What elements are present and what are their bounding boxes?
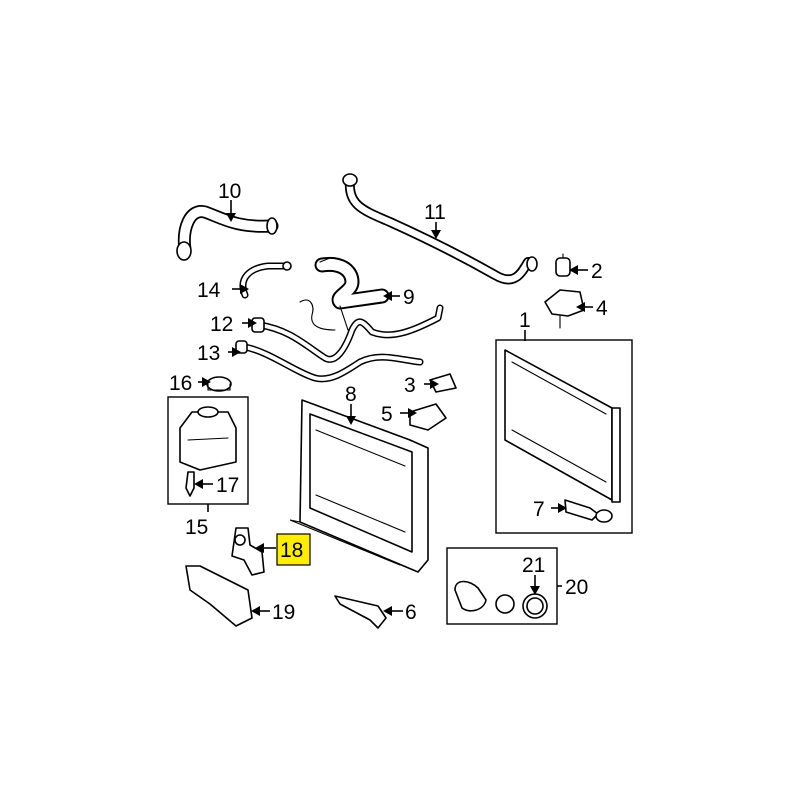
part-19-fan-shroud-lower[interactable]	[185, 565, 253, 627]
part-17-level-sensor[interactable]	[185, 471, 195, 497]
callout-13[interactable]: 13	[197, 342, 220, 365]
leader-lines	[194, 200, 593, 616]
callout-17[interactable]: 17	[216, 474, 239, 497]
callout-9[interactable]: 9	[403, 286, 415, 309]
part-21-thermostat-gasket[interactable]	[522, 593, 548, 619]
part-1-group-box	[495, 339, 633, 534]
callout-3[interactable]: 3	[404, 374, 416, 397]
part-15-expansion-tank[interactable]	[179, 406, 237, 471]
highlighted-callout-box	[276, 533, 311, 566]
part-14-heater-hose[interactable]	[239, 261, 292, 299]
callout-20[interactable]: 20	[565, 576, 588, 599]
part-4-mounting-bracket[interactable]	[544, 289, 585, 329]
callout-10[interactable]: 10	[218, 180, 241, 203]
callout-15[interactable]: 15	[185, 516, 208, 539]
callout-7[interactable]: 7	[533, 498, 545, 521]
part-20-thermostat-housing[interactable]	[454, 580, 515, 614]
callout-14[interactable]: 14	[197, 279, 221, 302]
callout-11[interactable]: 11	[424, 201, 446, 224]
part-13-coolant-pipe[interactable]	[235, 340, 424, 383]
part-3-clip[interactable]	[429, 373, 457, 393]
callout-5[interactable]: 5	[381, 403, 393, 426]
part-9-upper-hose-assembly[interactable]	[314, 256, 390, 310]
part-1-radiator[interactable]	[504, 349, 621, 503]
part-16-reservoir-cap[interactable]	[206, 376, 232, 392]
callout-6[interactable]: 6	[405, 601, 417, 624]
callout-18[interactable]: 18	[280, 539, 303, 562]
callout-labels: 10 11 2 14 9 4 12 1 13 3 16 8 5 17 7 15 …	[169, 180, 608, 624]
part-12-coolant-pipe[interactable]	[251, 304, 444, 363]
callout-19[interactable]: 19	[272, 601, 295, 624]
callout-4[interactable]: 4	[596, 297, 608, 320]
part-18-coolant-outlet[interactable]	[231, 527, 265, 576]
part-2-temperature-sensor[interactable]	[555, 253, 571, 277]
callout-12[interactable]: 12	[210, 313, 233, 336]
part-11-bypass-hose[interactable]	[342, 173, 538, 285]
callout-21[interactable]: 21	[522, 554, 545, 577]
callout-1[interactable]: 1	[519, 309, 531, 332]
part-8-radiator-support[interactable]	[289, 399, 429, 573]
part-7-drain-plug[interactable]	[564, 499, 613, 523]
part-10-radiator-hose[interactable]	[176, 205, 279, 261]
callout-16[interactable]: 16	[169, 372, 192, 395]
callout-8[interactable]: 8	[345, 383, 357, 406]
part-5-bracket[interactable]	[409, 403, 447, 431]
part-6-lower-bracket[interactable]	[334, 595, 387, 629]
callout-2[interactable]: 2	[591, 260, 603, 283]
